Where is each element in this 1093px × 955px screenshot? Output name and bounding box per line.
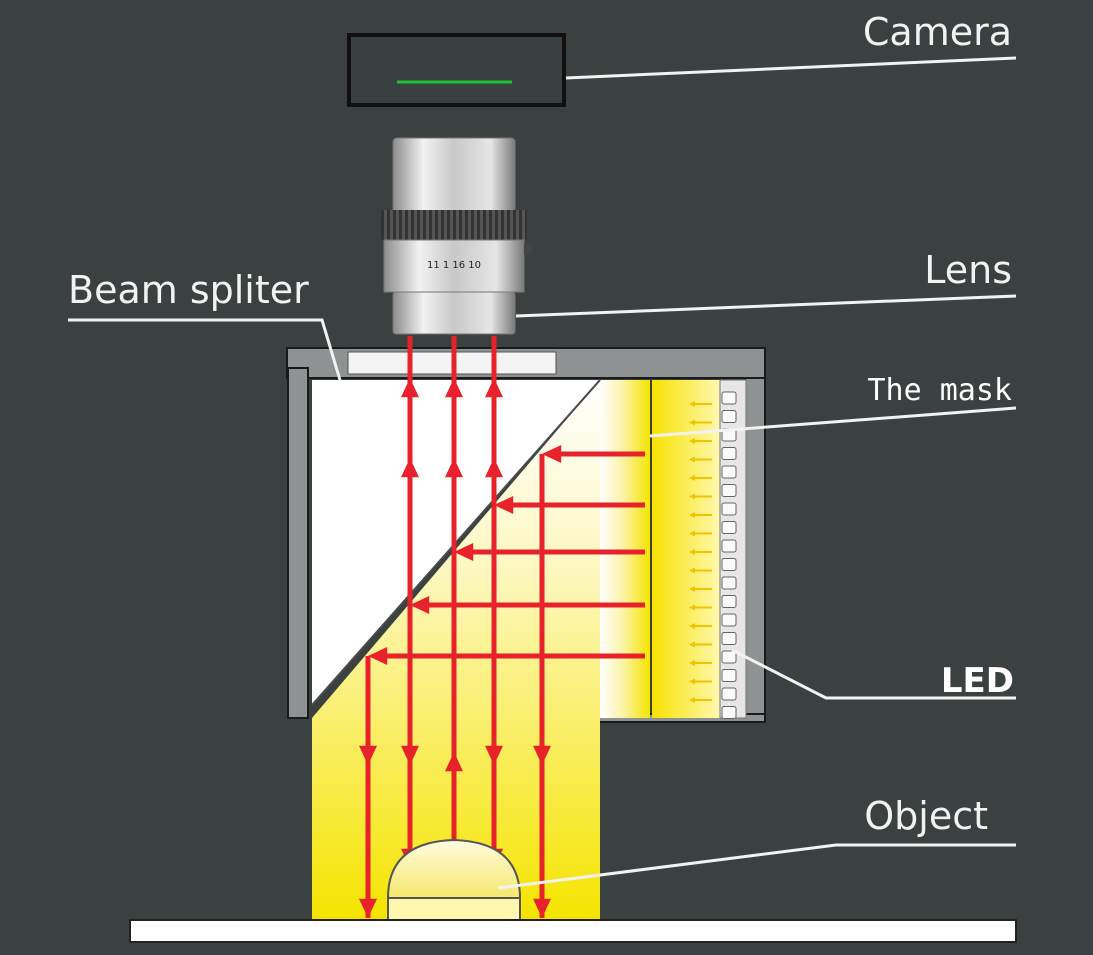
camera — [347, 33, 566, 107]
side-light-field — [600, 380, 650, 718]
led-cell — [721, 465, 737, 479]
ray-arrow-down — [533, 898, 551, 918]
led-cell — [721, 687, 737, 701]
lens: 11 1 16 10 — [381, 137, 532, 335]
led-label: LED — [941, 661, 1014, 701]
lens-leader — [515, 294, 1017, 318]
ray-arrow-left — [410, 596, 430, 614]
led-cell — [721, 632, 737, 645]
ray-arrow-down — [485, 745, 503, 765]
ray-arrow-up — [401, 458, 419, 478]
object-leader — [497, 843, 1016, 890]
object-dome — [386, 838, 522, 899]
object — [386, 838, 522, 921]
led-cell — [721, 558, 737, 571]
illumination — [311, 379, 650, 920]
led-cell — [721, 669, 737, 682]
led-cell — [721, 613, 737, 627]
camera-leader — [565, 56, 1017, 80]
ray-arrow-up — [401, 378, 419, 398]
led-cell — [721, 521, 737, 534]
mask-label: The mask — [868, 373, 1013, 408]
led-leader — [731, 648, 1016, 700]
ray-arrow-down — [533, 745, 551, 765]
ray-arrow-left — [494, 496, 514, 514]
lens-label: Lens — [924, 248, 1012, 292]
lens-focus-ring — [381, 210, 527, 240]
light-rays — [359, 336, 645, 918]
ray-arrow-up — [445, 378, 463, 398]
led-cell — [721, 410, 737, 423]
led-cell — [721, 391, 737, 405]
leader-lines — [68, 56, 1017, 890]
ray-arrow-left — [368, 647, 388, 665]
beam-splitter-label: Beam spliter — [68, 268, 309, 312]
beam-splitter-leader — [68, 318, 342, 381]
lens-barrel-top — [392, 137, 516, 214]
ray-arrow-up — [445, 458, 463, 478]
mask-leader — [649, 406, 1017, 438]
led-cell — [721, 576, 737, 590]
object-base — [387, 897, 521, 921]
ray-arrow-up — [445, 752, 463, 772]
ray-arrow-up — [485, 458, 503, 478]
led-cell — [721, 484, 737, 497]
camera-label: Camera — [863, 10, 1012, 54]
housing-left-wall — [287, 367, 309, 719]
led-cell — [721, 706, 737, 719]
ray-arrow-down — [359, 898, 377, 918]
ray-arrow-left — [542, 445, 562, 463]
led-emission-arrows — [689, 401, 712, 703]
camera-body — [347, 33, 566, 107]
lens-scale-marks: 11 1 16 10 — [427, 260, 481, 271]
led-cell — [721, 595, 737, 608]
led-cell — [721, 650, 737, 664]
led-cell — [721, 539, 737, 553]
ray-arrow-left — [454, 543, 474, 561]
ray-arrow-up — [485, 378, 503, 398]
ray-arrow-down — [401, 745, 419, 765]
stage-platform — [129, 919, 1017, 943]
led-cell — [721, 502, 737, 516]
lens-mount — [392, 291, 516, 335]
led-cell — [721, 447, 737, 460]
led-cells — [721, 391, 737, 719]
object-label: Object — [864, 794, 988, 838]
ray-arrow-down — [359, 745, 377, 765]
lens-side-screw — [524, 244, 532, 254]
